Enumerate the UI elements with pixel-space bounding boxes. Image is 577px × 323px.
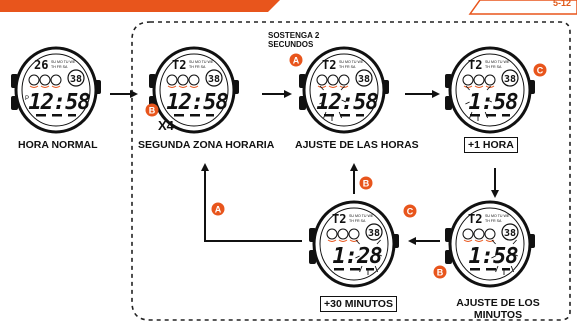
- watch-weekdays-2: TH FR SA: [485, 219, 502, 223]
- watch-weekdays-1: SU MO TU WE: [339, 60, 364, 64]
- watch-weekdays-2: TH FR SA: [339, 65, 356, 69]
- watch-weekdays-1: SU MO TU WE: [51, 60, 76, 64]
- button-badge-b-minute-adjust: B: [433, 265, 447, 279]
- svg-text:C: C: [407, 206, 414, 216]
- caption-minute-adjust: AJUSTE DE LOS MINUTOS: [456, 297, 540, 321]
- watch-weekdays-2: TH FR SA: [51, 65, 68, 69]
- button-badge-b-hour-to-return: B: [359, 176, 373, 190]
- watch-subdial: [39, 74, 51, 86]
- dashed-region-outline: [131, 21, 571, 321]
- watch-badge-ring: [205, 69, 223, 87]
- watch-time: 12:58: [28, 90, 90, 115]
- watch-weekdays-2: TH FR SA: [349, 219, 366, 223]
- watch-badge-value: 38: [358, 74, 370, 85]
- button-badge-a-return: A: [211, 202, 225, 216]
- watch-badge-ring: [365, 223, 383, 241]
- watch-badge-value: 38: [504, 228, 516, 239]
- button-badge-a-hour-adjust: A: [289, 53, 303, 67]
- svg-text:A: A: [293, 55, 300, 65]
- caption-hold-2-sec: SOSTENGA 2 SECUNDOS: [268, 31, 320, 49]
- watch-time: 12:58: [166, 90, 228, 115]
- blink-marks: [319, 85, 346, 121]
- watch-badge-value: 38: [208, 74, 220, 85]
- watch-badge-ring: [67, 69, 85, 87]
- watch-weekdays-1: SU MO TU WE: [189, 60, 214, 64]
- watch-time: 1:28: [333, 244, 383, 269]
- watch-date-digit: 26: [34, 58, 48, 72]
- watch-weekdays-2: TH FR SA: [485, 65, 502, 69]
- watch-badge-value: 38: [504, 74, 516, 85]
- watch-subdial: [484, 228, 496, 240]
- header-banner: [0, 0, 577, 15]
- watch-subdial: [316, 74, 328, 86]
- caption-plus-thirty-min: +30 MINUTOS: [320, 296, 397, 312]
- button-badge-b-second-zone: B: [145, 103, 159, 117]
- watch-badge-ring: [501, 223, 519, 241]
- caption-normal-time: HORA NORMAL: [18, 139, 98, 151]
- watch-date-digit: T2: [172, 58, 186, 72]
- watch-badge-ring: [501, 69, 519, 87]
- svg-text:A: A: [215, 204, 222, 214]
- watch-weekdays-2: TH FR SA: [189, 65, 206, 69]
- watch-subdial: [462, 74, 474, 86]
- caption-x4: X4: [158, 118, 174, 133]
- svg-text:C: C: [537, 65, 544, 75]
- button-badge-c-plus-thirty: C: [403, 204, 417, 218]
- watch-subdial: [188, 74, 200, 86]
- watch-subdial: [338, 74, 350, 86]
- caption-hour-adjust: AJUSTE DE LAS HORAS: [295, 139, 419, 151]
- watch-date-digit: T2: [322, 58, 336, 72]
- watch-date-digit: T2: [332, 212, 346, 226]
- watch-badge-value: 38: [368, 228, 380, 239]
- arrow-plusthirty-to-second: [201, 163, 302, 242]
- watch-subdial: [473, 74, 485, 86]
- watch-time: 12:58: [316, 90, 378, 115]
- watch-subdial: [327, 74, 339, 86]
- button-badge-c-plus-one: C: [533, 63, 547, 77]
- watch-subdial: [337, 228, 349, 240]
- watch-subdial: [348, 228, 360, 240]
- watch-subdial: [473, 228, 485, 240]
- watch-subdial: [462, 228, 474, 240]
- watch-p-label: P: [25, 96, 29, 102]
- watch-subdial: [50, 74, 62, 86]
- watch-subdial: [177, 74, 189, 86]
- svg-text:B: B: [437, 267, 444, 277]
- watch-badge-ring: [355, 69, 373, 87]
- watch-weekdays-1: SU MO TU WE: [485, 214, 510, 218]
- flow-arrows: [110, 90, 499, 245]
- blink-marks: [491, 239, 518, 275]
- watch-date-digit: T2: [468, 58, 482, 72]
- caption-second-zone: SEGUNDA ZONA HORARIA: [138, 139, 275, 151]
- watch-weekdays-1: SU MO TU WE: [485, 60, 510, 64]
- watch-time: 1:58: [469, 244, 519, 269]
- watch-subdial: [166, 74, 178, 86]
- caption-plus-one-hour: +1 HORA: [464, 137, 518, 153]
- watch-subdial: [326, 228, 338, 240]
- svg-text:B: B: [149, 105, 156, 115]
- blink-marks: [355, 239, 382, 275]
- watch-weekdays-1: SU MO TU WE: [349, 214, 374, 218]
- blink-marks: [465, 85, 492, 121]
- badges-layer: B A C B A C B: [145, 53, 547, 279]
- watch-time: 1:58: [469, 90, 519, 115]
- watch-subdial: [484, 74, 496, 86]
- watch-subdial: [28, 74, 40, 86]
- watch-date-digit: T2: [468, 212, 482, 226]
- svg-text:B: B: [363, 178, 370, 188]
- watch-badge-value: 38: [70, 74, 82, 85]
- page-number: 5-12: [552, 0, 571, 8]
